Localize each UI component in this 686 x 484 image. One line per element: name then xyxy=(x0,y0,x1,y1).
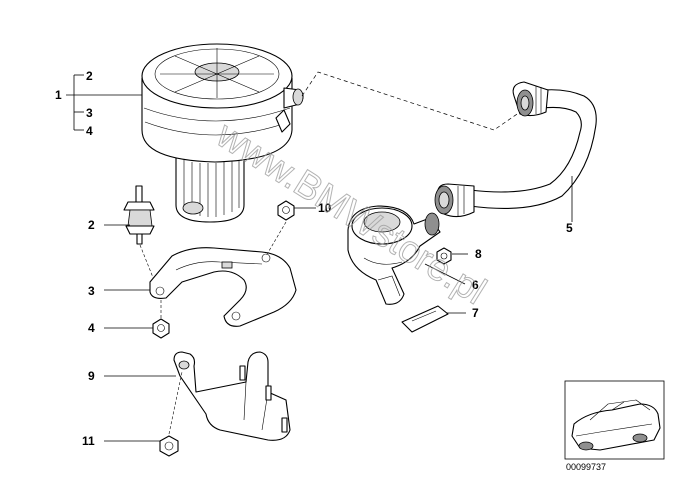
car-thumbnail[interactable]: 00099737 xyxy=(564,380,665,472)
nut-8[interactable] xyxy=(436,247,452,265)
connection-line-4 xyxy=(265,221,287,257)
callout-10[interactable]: 10 xyxy=(318,201,332,215)
callout-7[interactable]: 7 xyxy=(472,306,479,320)
support-bracket[interactable] xyxy=(173,351,291,441)
callout-3-top[interactable]: 3 xyxy=(86,106,93,120)
callout-group-1: 1 2 3 4 xyxy=(55,69,148,138)
callout-5[interactable]: 5 xyxy=(566,221,573,235)
callout-3[interactable]: 3 xyxy=(88,284,95,298)
air-hose[interactable] xyxy=(434,81,597,218)
rubber-mount[interactable] xyxy=(123,185,155,245)
callout-2[interactable]: 2 xyxy=(88,218,95,232)
callout-6[interactable]: 6 xyxy=(472,278,479,292)
callout-1[interactable]: 1 xyxy=(55,88,62,102)
reference-number: 00099737 xyxy=(566,462,606,472)
mounting-bracket[interactable] xyxy=(149,247,297,327)
callout-8[interactable]: 8 xyxy=(475,247,482,261)
nut-4[interactable] xyxy=(152,318,170,339)
connection-line xyxy=(301,71,521,131)
callout-2-top[interactable]: 2 xyxy=(86,69,93,83)
gasket[interactable] xyxy=(401,305,449,333)
secondary-air-pump[interactable] xyxy=(141,43,304,223)
leader-6 xyxy=(424,263,466,285)
car-icon xyxy=(571,399,661,451)
callout-4[interactable]: 4 xyxy=(88,321,95,335)
connection-line-5 xyxy=(168,371,183,435)
callout-11[interactable]: 11 xyxy=(82,434,95,448)
callout-4-top[interactable]: 4 xyxy=(86,124,93,138)
check-valve[interactable] xyxy=(347,205,441,305)
nut-10[interactable] xyxy=(277,200,295,221)
callout-9[interactable]: 9 xyxy=(88,369,95,383)
nut-11[interactable] xyxy=(159,435,179,457)
